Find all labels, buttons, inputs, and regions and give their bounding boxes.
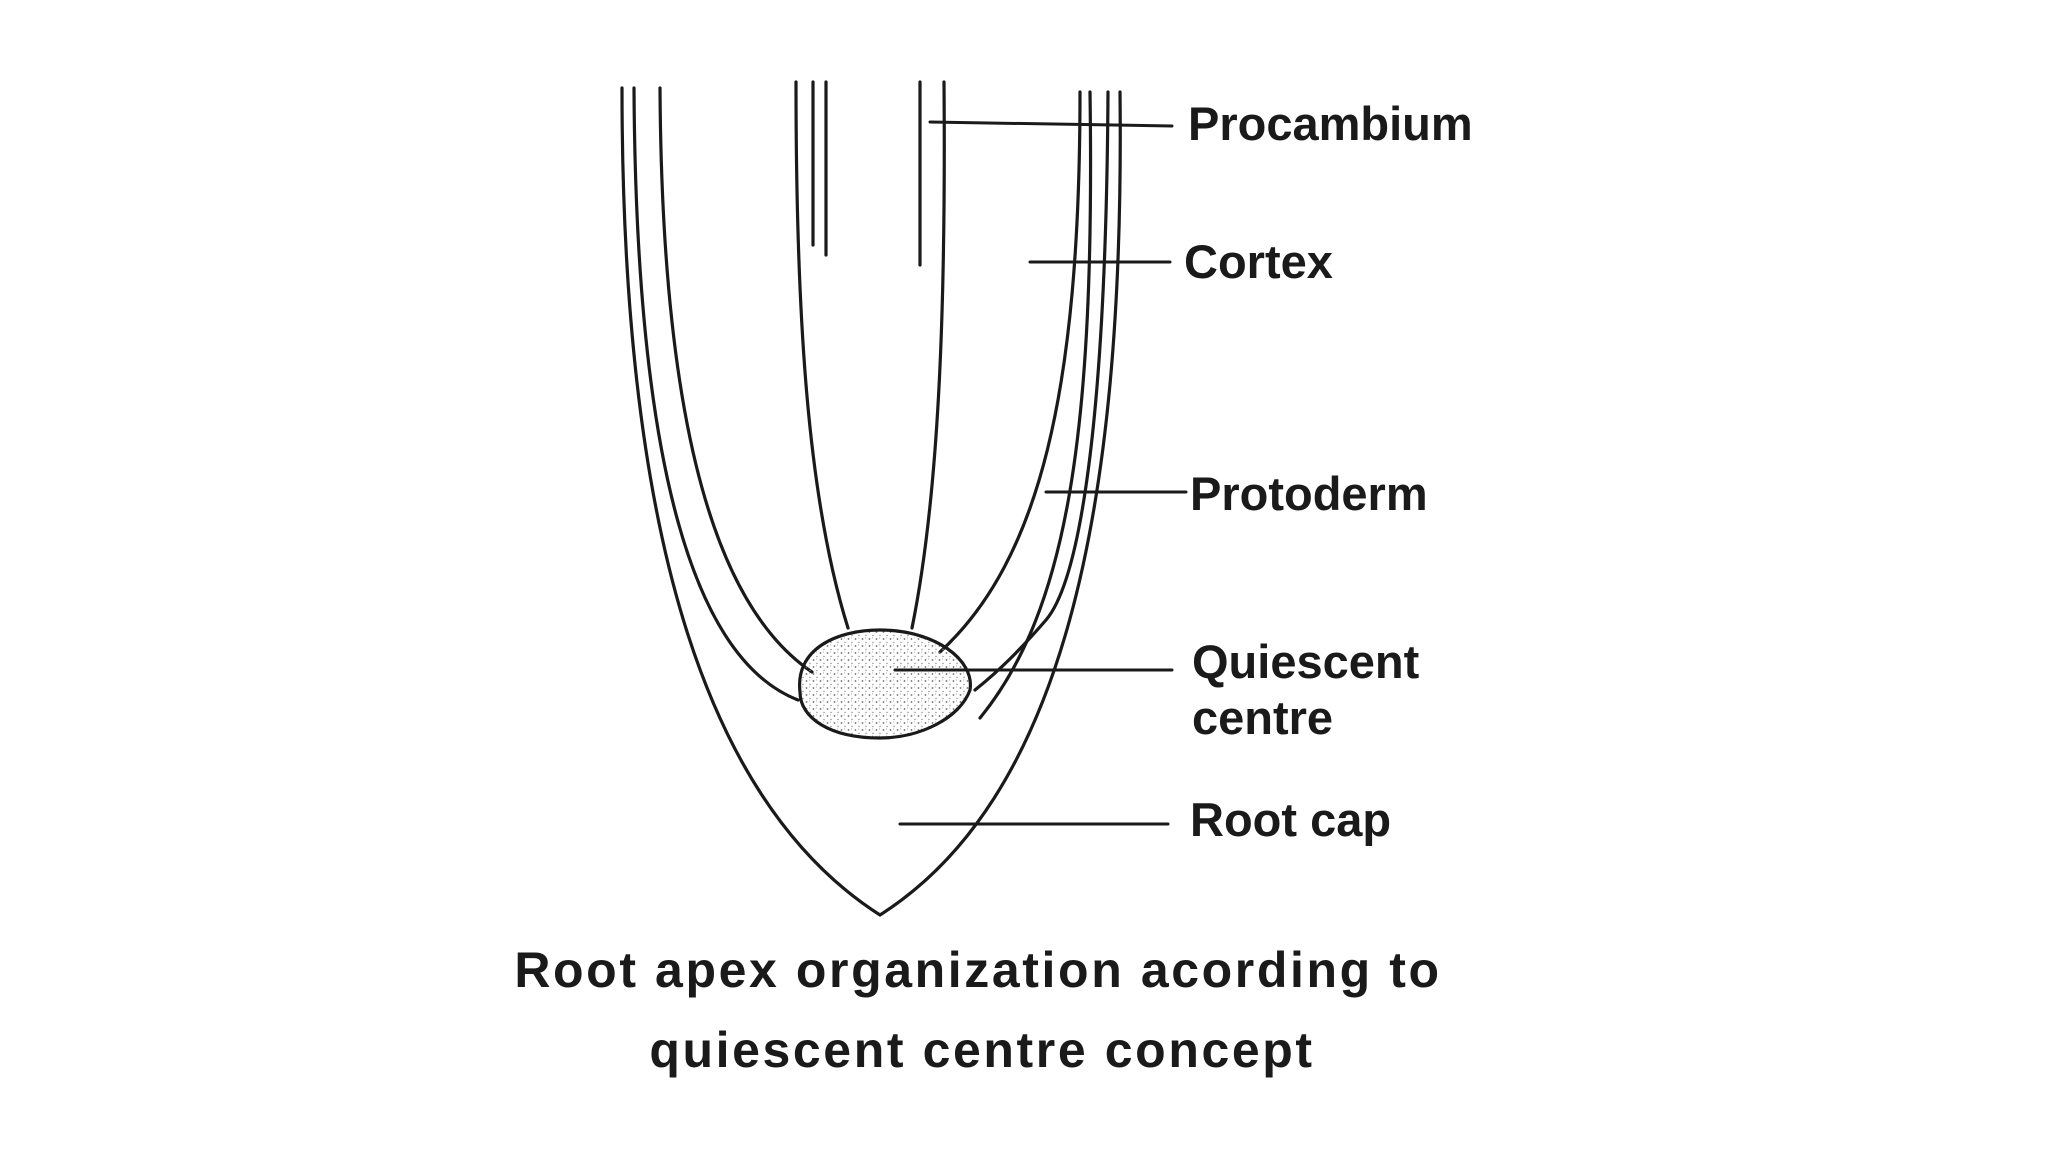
root-cap-label: Root cap [1190,793,1391,846]
protoderm-outer-layer [632,86,800,702]
procambium-boundary-left [794,80,850,630]
protoderm-inner-layer-right [938,90,1082,654]
figure-caption-line2: quiescent centre concept [649,1022,1314,1078]
figure-caption-line1: Root apex organization acording to [514,942,1441,998]
procambium-boundary-right [910,80,946,630]
root-cap-outline [620,86,1122,917]
procambium-label: Procambium [1188,97,1473,150]
cortex-label: Cortex [1184,235,1333,288]
protoderm-label: Protoderm [1190,467,1428,520]
protoderm-inner-layer [658,86,814,674]
quiescent-centre-label-line2: centre [1192,691,1333,744]
root-outline-inner-right [978,90,1093,720]
quiescent-centre-label-line1: Quiescent [1192,635,1420,688]
quiescent-centre-shape [798,628,972,740]
protoderm-outer-layer-right [973,90,1110,692]
procambium-leader-line [928,120,1174,128]
